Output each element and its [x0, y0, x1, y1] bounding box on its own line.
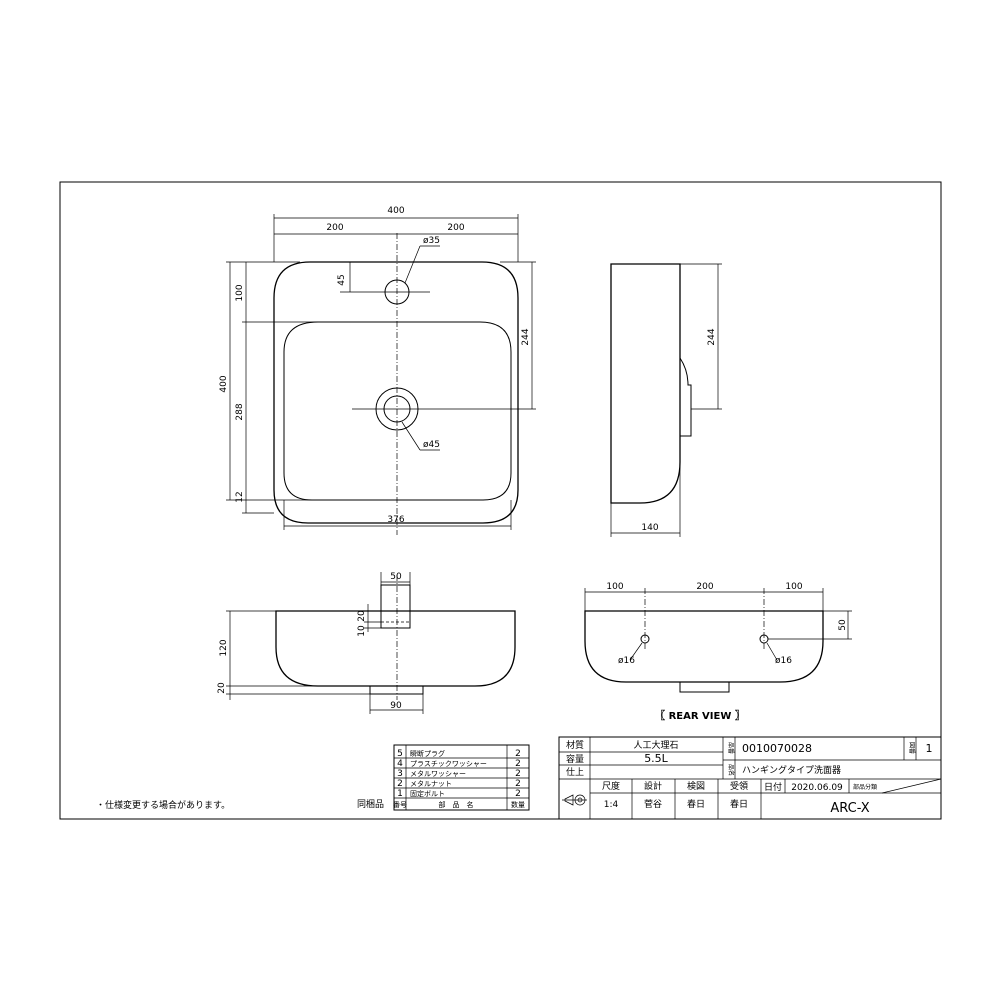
tb-capacity-label: 容量 [566, 753, 584, 765]
tb-capacity-value: 5.5L [644, 752, 668, 765]
part-row-1-name: 固定ボルト [410, 789, 445, 798]
rear-view: 100 200 100 50 ø16 ø16 〖 REAR VIEW 〗 [584, 582, 852, 722]
dim-bottom-margin: 12 [235, 491, 245, 502]
dim-plug-width: 50 [390, 572, 402, 582]
dim-rear-hole-height: 50 [838, 619, 848, 631]
parts-header-no: 番号 [393, 801, 407, 809]
dim-bowl-width: 376 [387, 515, 404, 525]
basin-outline [273, 261, 519, 524]
part-row-1-qty: 2 [515, 789, 521, 799]
dim-total-depth: 400 [219, 375, 229, 392]
part-row-2-no: 2 [397, 779, 403, 789]
front-outline [275, 610, 516, 687]
tb-material-value: 人工大理石 [633, 739, 678, 751]
spec-note: ・仕様変更する場合があります。 [96, 799, 230, 811]
title-block: 材質 人工大理石 容量 5.5L 仕上 品番 0010070028 品名 ハンギ… [558, 736, 942, 820]
part-row-1-no: 1 [397, 789, 403, 799]
tb-part-no-value: 0010070028 [742, 742, 812, 755]
dim-bowl-depth: 288 [235, 403, 245, 420]
front-overflow-plug [380, 584, 411, 629]
parts-header-qty: 数量 [511, 800, 525, 809]
tb-finish-label: 仕上 [566, 766, 584, 778]
dim-half-left: 200 [326, 223, 343, 233]
rear-drain-base [679, 681, 730, 693]
front-drain-base [369, 685, 424, 695]
part-row-3-no: 3 [397, 769, 403, 779]
brand-logo: ARC-X [830, 801, 869, 816]
dim-side-drain: 244 [707, 328, 717, 345]
dim-front-height: 120 [219, 639, 229, 656]
dim-rear-mid: 200 [696, 582, 713, 592]
part-row-4-no: 4 [397, 759, 403, 769]
part-row-3-name: メタルワッシャー [410, 769, 466, 778]
part-row-4-name: プラスチックワッシャー [410, 760, 487, 768]
dim-top-margin: 100 [235, 284, 245, 301]
side-view: 244 140 [610, 263, 722, 537]
tb-material-label: 材質 [566, 739, 584, 751]
dim-top-width: 400 [387, 206, 404, 216]
tb-sheet-value: 1 [926, 742, 933, 755]
dim-rear-hole-left: ø16 [618, 656, 635, 666]
dim-rear-right: 100 [785, 582, 802, 592]
rear-outline [584, 610, 824, 683]
part-row-2-name: メタルナット [410, 779, 452, 788]
tb-check-value: 春日 [687, 798, 705, 810]
parts-header-name: 部 品 名 [439, 800, 474, 809]
dim-drain-from-back: 244 [521, 328, 531, 345]
tb-name-value: ハンギングタイプ洗面器 [742, 764, 841, 776]
dim-front-10: 10 [357, 625, 367, 637]
dim-rear-left: 100 [606, 582, 623, 592]
side-drain [679, 357, 692, 437]
dim-side-depth: 140 [641, 523, 658, 533]
tb-date-label: 日付 [764, 782, 782, 793]
tb-category-label: 部品分類 [853, 783, 877, 791]
tb-check-label: 検図 [687, 780, 705, 792]
tb-part-no-label: 品番 [727, 742, 734, 754]
side-outline [610, 263, 681, 504]
projection-symbol-icon [562, 794, 587, 806]
dim-front-20: 20 [357, 610, 367, 622]
tb-scale-label: 尺度 [602, 780, 620, 792]
tb-date-value: 2020.06.09 [791, 783, 843, 793]
dim-overflow-dia: ø35 [423, 236, 440, 246]
tb-approve-value: 春日 [730, 798, 748, 810]
tb-name-label: 品名 [727, 764, 735, 776]
bowl-outline [283, 321, 512, 501]
parts-group-label: 同梱品 [357, 798, 384, 810]
part-row-5-no: 5 [397, 749, 403, 759]
part-row-2-qty: 2 [515, 779, 521, 789]
dim-front-bottom: 20 [217, 682, 227, 694]
dim-front-base: 90 [390, 701, 402, 711]
tb-approve-label: 受領 [730, 780, 748, 792]
top-view: 400 200 200 ø35 45 100 400 288 12 376 ø4… [219, 206, 536, 535]
dim-overflow-offset: 45 [337, 274, 347, 285]
part-row-4-qty: 2 [515, 759, 521, 769]
drawing-frame [59, 181, 942, 820]
part-row-3-qty: 2 [515, 769, 521, 779]
part-row-5-name: 瞬断プラグ [410, 749, 445, 758]
dim-half-right: 200 [447, 223, 464, 233]
parts-table: 5 瞬断プラグ 2 4 プラスチックワッシャー 2 3 メタルワッシャー 2 2… [357, 744, 530, 811]
rear-view-label: 〖 REAR VIEW 〗 [655, 709, 745, 722]
tb-scale-value: 1:4 [604, 800, 619, 810]
tb-sheet-label: 図番 [908, 742, 915, 754]
tb-design-label: 設計 [644, 780, 662, 792]
tb-design-value: 菅谷 [644, 798, 662, 810]
dim-rear-hole-right: ø16 [775, 656, 792, 666]
dim-drain-dia: ø45 [423, 440, 440, 450]
front-view: 50 20 10 120 20 90 [217, 572, 516, 714]
part-row-5-qty: 2 [515, 749, 521, 759]
